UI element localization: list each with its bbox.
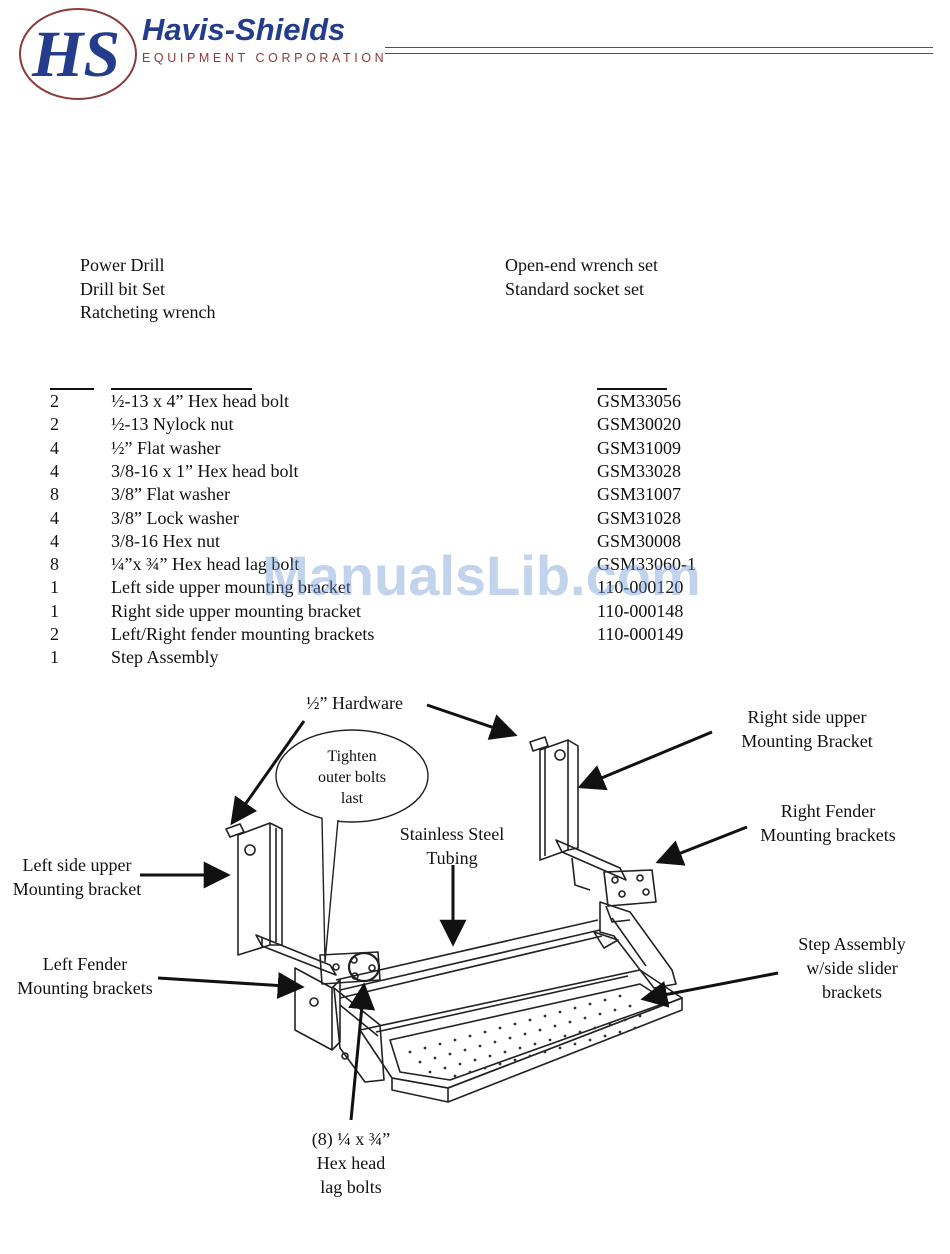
part-description: ½” Flat washer [111, 438, 221, 458]
part-qty: 1 [50, 647, 59, 667]
lag-bolt-arrow [348, 982, 376, 1121]
tool-item: Ratcheting wrench [80, 302, 216, 322]
bubble-line: outer bolts [318, 769, 386, 786]
label-line: Mounting bracket [12, 879, 142, 899]
right-fender-bracket [603, 869, 657, 923]
right-upper-arrow [577, 730, 713, 791]
part-number: GSM33056 [597, 391, 682, 411]
watermark: ManualsLib.com [262, 544, 701, 607]
company-subtitle: EQUIPMENT CORPORATION [142, 51, 388, 65]
label-line: lag bolts [320, 1177, 382, 1197]
part-qty: 8 [50, 484, 59, 504]
part-number: 110-000148 [597, 601, 684, 621]
tool-item: Open-end wrench set [505, 255, 658, 275]
part-qty: 4 [50, 438, 59, 458]
label-line: Mounting brackets [17, 978, 153, 998]
label-line: Step Assembly [798, 934, 906, 954]
label-line: w/side slider [806, 958, 898, 978]
step-assembly-arrow [640, 971, 779, 1008]
left-upper-bracket [225, 822, 337, 976]
part-qty: 8 [50, 554, 59, 574]
label-line: Mounting Bracket [741, 731, 873, 751]
part-number: 110-000149 [597, 624, 684, 644]
label-line: Tubing [426, 848, 478, 868]
part-qty: 2 [50, 414, 59, 434]
left-upper-label: Left side upper Mounting bracket [2, 853, 152, 901]
part-description: 3/8” Lock washer [111, 508, 239, 528]
tool-item: Power Drill [80, 255, 165, 275]
tread-perforations [408, 994, 652, 1078]
label-line: Mounting brackets [760, 825, 896, 845]
part-qty: 4 [50, 508, 59, 528]
part-number: GSM31007 [597, 484, 682, 504]
part-qty: 2 [50, 624, 59, 644]
step-illustration [140, 703, 779, 1121]
part-number: GSM31009 [597, 438, 682, 458]
label-line: Right Fender [780, 801, 876, 821]
part-description: 3/8-16 Hex nut [111, 531, 220, 551]
hardware-arrow-right [426, 703, 518, 740]
part-number: GSM33060-1 [597, 554, 697, 574]
label-line: Left Fender [42, 954, 128, 974]
part-number: 110-000120 [597, 577, 684, 597]
part-description: ½-13 Nylock nut [111, 414, 234, 434]
desc-header-rule [111, 388, 252, 390]
part-number: GSM33028 [597, 461, 682, 481]
part-description: Step Assembly [111, 647, 219, 667]
label-line: Hex head [316, 1153, 386, 1173]
label-line: Right side upper [747, 707, 867, 727]
bolt-highlight [347, 951, 381, 983]
part-qty: 4 [50, 531, 59, 551]
label-line: (8) ¼ x ¾” [311, 1129, 391, 1149]
part-description: Left side upper mounting bracket [111, 577, 351, 597]
right-fender-arrow [655, 825, 748, 866]
bubble-text: Tighten outer bolts last [292, 746, 412, 809]
tool-item: Drill bit Set [80, 279, 165, 299]
pn-header-rule [597, 388, 667, 390]
step-tread [359, 969, 683, 1103]
label-line: Left side upper [22, 855, 132, 875]
stainless-tubing [335, 919, 603, 999]
right-fender-label: Right Fender Mounting brackets [748, 799, 908, 847]
part-description: 3/8-16 x 1” Hex head bolt [111, 461, 299, 481]
tubing-label: Stainless Steel Tubing [388, 822, 516, 870]
bubble-line: last [340, 790, 364, 807]
step-assembly-label: Step Assembly w/side slider brackets [786, 932, 918, 1004]
part-description: Left/Right fender mounting brackets [111, 624, 375, 644]
note-bubble [275, 729, 429, 963]
hardware-label: ½” Hardware [306, 693, 403, 713]
bubble-line: Tighten [327, 748, 377, 765]
part-description: Right side upper mounting bracket [111, 601, 361, 621]
header-rule [385, 47, 933, 57]
logo-letters: HS [31, 18, 120, 91]
part-description: 3/8” Flat washer [111, 484, 230, 504]
part-qty: 4 [50, 461, 59, 481]
right-side-slider [593, 901, 677, 989]
part-qty: 1 [50, 577, 59, 597]
part-description: ½-13 x 4” Hex head bolt [111, 391, 289, 411]
company-name: Havis-Shields [142, 12, 346, 47]
left-side-slider [333, 987, 385, 1083]
part-qty: 2 [50, 391, 59, 411]
right-upper-label: Right side upper Mounting Bracket [728, 705, 886, 753]
qty-header-rule [50, 388, 94, 390]
part-number: GSM30008 [597, 531, 682, 551]
right-upper-bracket [529, 736, 627, 891]
callout-arrows [140, 703, 779, 1121]
left-fender-label: Left Fender Mounting brackets [5, 952, 165, 1000]
label-line: Stainless Steel [399, 824, 505, 844]
part-qty: 1 [50, 601, 59, 621]
tool-item: Standard socket set [505, 279, 644, 299]
assembly-diagram: ½” Hardware Tighten outer bolts last Lef… [0, 680, 950, 1254]
part-number: GSM30020 [597, 414, 682, 434]
lag-bolts-label: (8) ¼ x ¾” Hex head lag bolts [296, 1127, 406, 1199]
part-number: GSM31028 [597, 508, 682, 528]
part-description: ¼”x ¾” Hex head lag bolt [111, 554, 300, 574]
left-fender-bracket [294, 951, 381, 1051]
hardware-arrow-left [230, 720, 306, 826]
label-line: brackets [822, 982, 882, 1002]
company-logo: HS [18, 4, 140, 107]
left-fender-arrow [157, 972, 305, 999]
